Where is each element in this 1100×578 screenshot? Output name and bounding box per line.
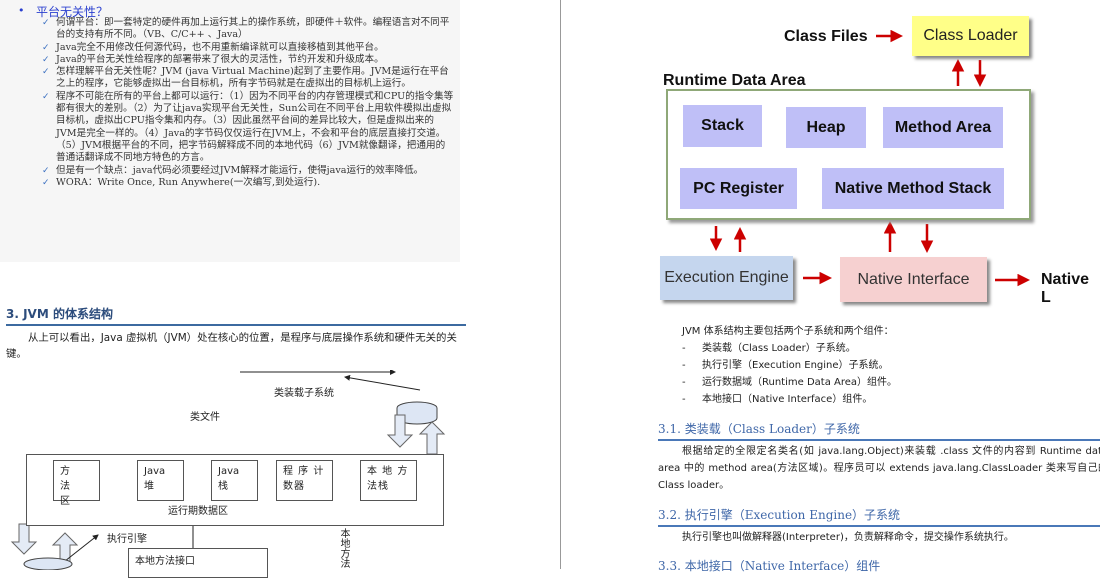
native-interface-box: 本地方法接口 xyxy=(128,548,268,578)
check-icon: ✓ xyxy=(42,177,50,188)
cell-line: Java xyxy=(144,466,166,477)
cell-line: 区 xyxy=(60,496,72,507)
cell-line: 堆 xyxy=(144,481,154,492)
cell-line: 方 法 xyxy=(60,466,84,492)
section-3-2-heading: 3.2. 执行引擎（Execution Engine）子系统 xyxy=(658,506,1100,527)
execution-engine-box: Execution Engine xyxy=(660,256,793,300)
list-item: ✓WORA：Write Once, Run Anywhere(一次编写,到处运行… xyxy=(42,176,321,188)
check-icon: ✓ xyxy=(42,165,50,176)
list-marker: - xyxy=(682,343,686,354)
java-heap-cell: Java 堆 xyxy=(137,460,184,501)
native-interface-label: 本地方法接口 xyxy=(135,556,195,567)
section-3-2-text: 执行引擎也叫做解释器(Interpreter)，负责解释命令，提交操作系统执行。 xyxy=(682,532,1014,543)
section-3-1-text: 根据给定的全限定名类名(如 java.lang.Object)来装载 .clas… xyxy=(658,446,1100,491)
diagram-lines xyxy=(10,370,446,570)
native-lib-label: 本地方法 xyxy=(338,528,349,568)
class-files-label: Class Files xyxy=(784,28,868,45)
pc-counter-cell: 程 序 计数器 xyxy=(276,460,333,501)
native-interface-box: Native Interface xyxy=(840,257,987,302)
list-item: ✓何谓平台：即一套特定的硬件再加上运行其上的操作系统，即硬件＋软件。编程语言对不… xyxy=(42,17,450,41)
pc-register-box: PC Register xyxy=(680,168,797,209)
intro-text: JVM 体系结构主要包括两个子系统和两个组件： xyxy=(682,326,894,337)
runtime-data-area-title: Runtime Data Area xyxy=(663,72,806,89)
list-marker: - xyxy=(682,360,686,371)
list-item: ✓Java的平台无关性给程序的部署带来了很大的灵活性，节约开发和升级成本。 xyxy=(42,53,384,65)
section-3-3-heading: 3.3. 本地接口（Native Interface）组件 xyxy=(658,559,881,573)
section-heading: 3. JVM 的体系结构 xyxy=(6,305,466,326)
paragraph: 从上可以看出，Java 虚拟机（JVM）处在核心的位置，是程序与底层操作系统和硬… xyxy=(6,332,457,360)
method-area-box: Method Area xyxy=(883,107,1003,148)
list-marker: - xyxy=(682,394,686,405)
native-method-stack-box: Native Method Stack xyxy=(822,168,1004,209)
list-text: 执行引擎（Execution Engine）子系统。 xyxy=(702,360,889,371)
cell-line: 栈 xyxy=(218,481,228,492)
java-stack-cell: Java 栈 xyxy=(211,460,258,501)
slide-title: 平台无关性？ xyxy=(36,5,109,19)
list-text: 本地接口（Native Interface）组件。 xyxy=(702,394,873,405)
list-item: ✓怎样理解平台无关性呢？JVM (java Virtual Machine)起到… xyxy=(42,66,449,90)
list-item: - 执行引擎（Execution Engine）子系统。 xyxy=(682,357,982,374)
list-item: ✓Java完全不用修改任何源代码，也不用重新编译就可以直接移植到其他平台。 xyxy=(42,41,384,53)
page-divider xyxy=(560,0,561,569)
cell-line: 程 序 计 xyxy=(283,466,325,477)
check-icon: ✓ xyxy=(42,67,50,78)
check-icon: ✓ xyxy=(42,18,50,28)
native-libraries-label: Native L xyxy=(1041,271,1090,306)
check-icon: ✓ xyxy=(42,42,50,53)
heap-box: Heap xyxy=(786,107,866,148)
slide-image: • 平台无关性？ ✓何谓平台：即一套特定的硬件再加上运行其上的操作系统，即硬件＋… xyxy=(0,0,460,262)
cell-line: 数器 xyxy=(283,481,305,492)
cell-line: 本 地 方 xyxy=(367,466,409,477)
list-item: ✓但是有一个缺点：java代码必须要经过JVM解释才能运行，使得java运行的效… xyxy=(42,164,424,176)
list-item: - 运行数据域（Runtime Data Area）组件。 xyxy=(682,374,982,391)
diagram-arrows xyxy=(709,29,1030,287)
list-item: ✓程序不可能在所有的平台上都可以运行：（1）因为不同平台的内存管理模式和CPU的… xyxy=(42,90,454,164)
bullet: • xyxy=(18,4,25,17)
cell-line: 法栈 xyxy=(367,481,389,492)
list-item: - 类装载（Class Loader）子系统。 xyxy=(682,340,982,357)
list-item: - 本地接口（Native Interface）组件。 xyxy=(682,391,982,408)
runtime-area-label: 运行期数据区 xyxy=(168,506,228,517)
section-3-1-heading: 3.1. 类装载（Class Loader）子系统 xyxy=(658,420,1100,441)
stack-box: Stack xyxy=(683,105,762,147)
method-area-cell: 方 法区 xyxy=(53,460,100,507)
check-icon: ✓ xyxy=(42,54,50,65)
cell-line: Java xyxy=(218,466,240,477)
class-files-label: 类文件 xyxy=(190,412,220,423)
component-list: - 类装载（Class Loader）子系统。 - 执行引擎（Execution E… xyxy=(682,340,982,408)
execution-engine-label: 执行引擎 xyxy=(107,534,147,545)
class-loader-subsystem-label: 类装载子系统 xyxy=(274,388,334,399)
slide-list: ✓何谓平台：即一套特定的硬件再加上运行其上的操作系统，即硬件＋软件。编程语言对不… xyxy=(42,17,454,189)
list-text: 类装载（Class Loader）子系统。 xyxy=(702,343,856,354)
class-loader-box: Class Loader xyxy=(912,16,1029,56)
check-icon: ✓ xyxy=(42,91,50,102)
list-marker: - xyxy=(682,377,686,388)
native-method-stack-cell: 本 地 方法栈 xyxy=(360,460,417,501)
list-text: 运行数据域（Runtime Data Area）组件。 xyxy=(702,377,898,388)
